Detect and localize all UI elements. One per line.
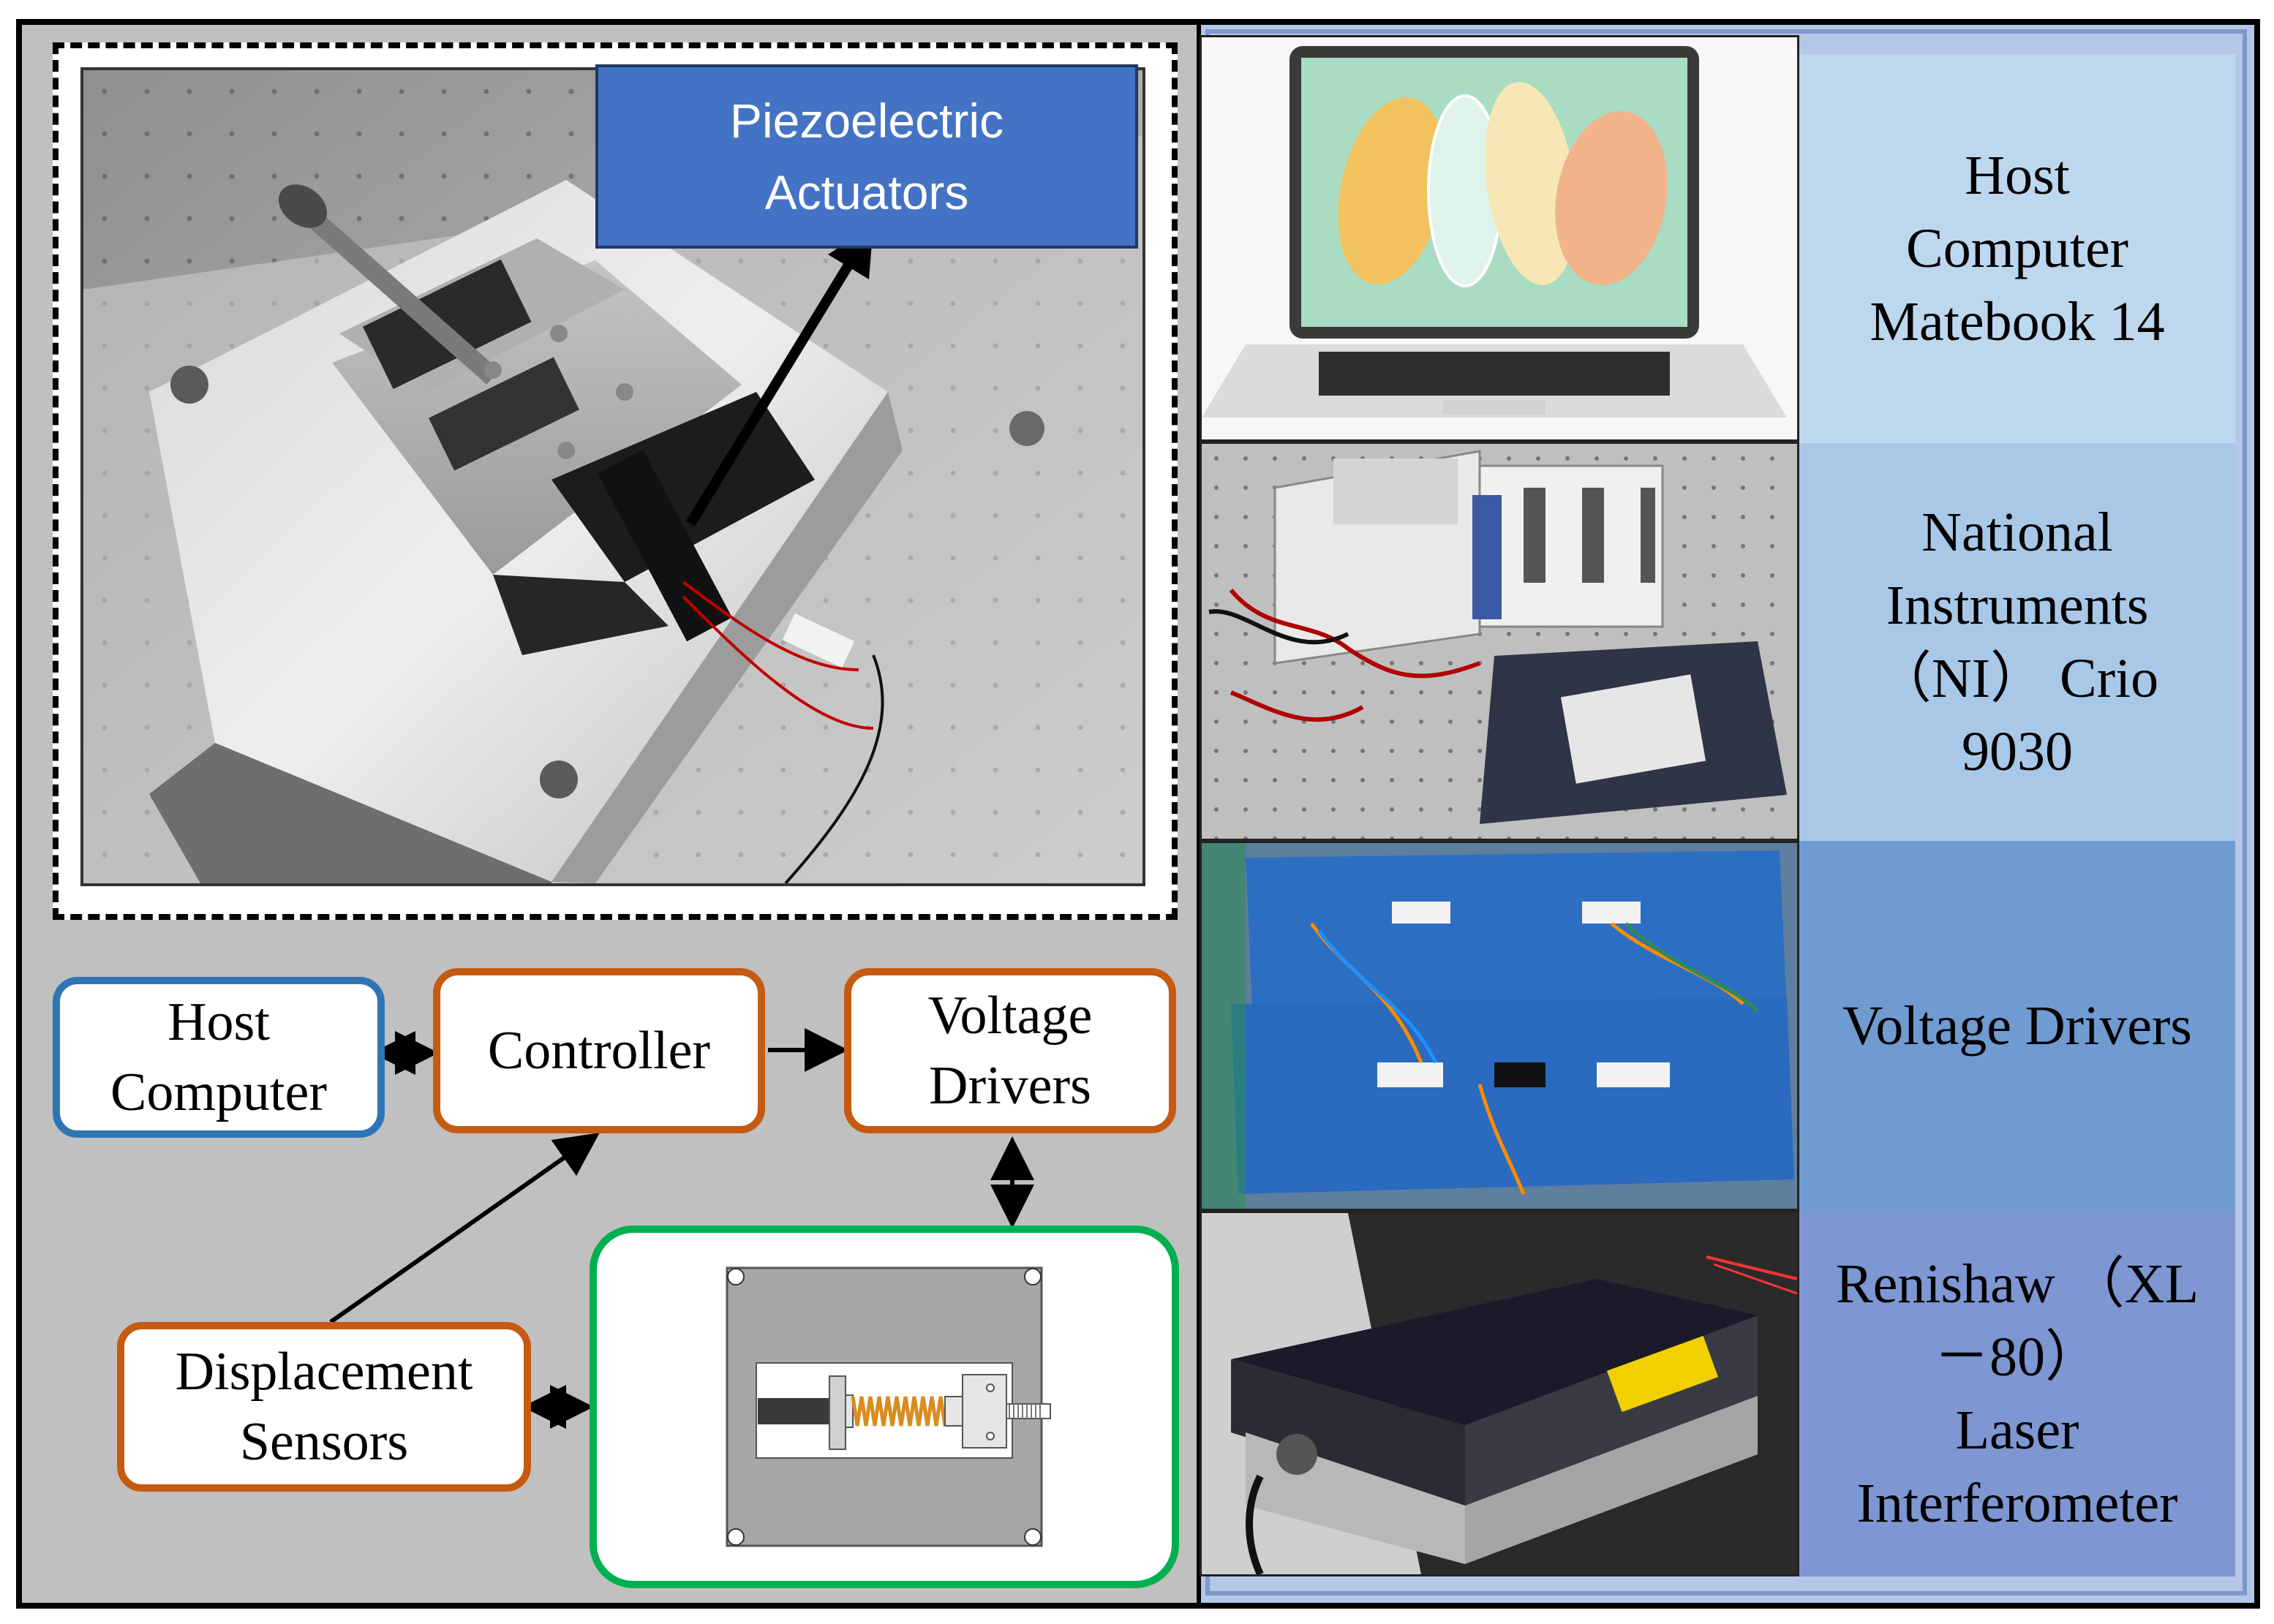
host-node-line-2: Computer bbox=[110, 1062, 327, 1122]
equipment-0-line-2: Computer bbox=[1906, 218, 2128, 279]
equipment-1-line-2: Instruments bbox=[1886, 575, 2149, 636]
outer-frame bbox=[16, 19, 2260, 1609]
sensors-controller-connector bbox=[329, 1133, 600, 1324]
equipment-1-line-1: National bbox=[1921, 502, 2113, 563]
drivers-node-line-1: Voltage bbox=[927, 986, 1093, 1046]
voltage-drivers-node: Voltage Drivers bbox=[844, 968, 1176, 1133]
equipment-0-line-3: Matebook 14 bbox=[1870, 291, 2165, 352]
equipment-2-line-1: Voltage Drivers bbox=[1842, 995, 2192, 1057]
controller-label: Controller bbox=[487, 1021, 711, 1081]
sensors-node-line-2: Sensors bbox=[239, 1412, 409, 1472]
equipment-0-line-1: Host bbox=[1965, 145, 2070, 206]
host-node-line-1: Host bbox=[167, 992, 270, 1052]
ni-crio-photo bbox=[1200, 442, 1799, 841]
equipment-3-line-4: Interferometer bbox=[1856, 1473, 2178, 1534]
equipment-3-line-3: Laser bbox=[1955, 1400, 2079, 1461]
equipment-label-ni-crio: National Instruments （NI） Crio 9030 bbox=[1799, 443, 2235, 841]
equipment-1-line-4: 9030 bbox=[1962, 721, 2073, 782]
stage-schematic-icon bbox=[726, 1266, 1051, 1547]
laser-interferometer-photo bbox=[1200, 1211, 1799, 1576]
callout-line-1: Piezoelectric bbox=[729, 94, 1004, 148]
equipment-label-host-computer: Host Computer Matebook 14 bbox=[1799, 54, 2235, 443]
controller-node: Controller bbox=[433, 968, 765, 1133]
equipment-label-laser-interferometer: Renishaw （XL －80） Laser Interferometer bbox=[1799, 1211, 2235, 1576]
equipment-label-voltage-drivers: Voltage Drivers bbox=[1799, 841, 2235, 1211]
callout-line-2: Actuators bbox=[764, 165, 969, 219]
stage-node bbox=[590, 1225, 1179, 1588]
voltage-drivers-photo bbox=[1200, 841, 1799, 1211]
stage-photo bbox=[80, 67, 1145, 886]
sensors-node-line-1: Displacement bbox=[175, 1342, 473, 1402]
displacement-sensors-node: Displacement Sensors bbox=[117, 1322, 531, 1492]
equipment-3-line-1: Renishaw （XL bbox=[1835, 1253, 2199, 1315]
piezo-actuators-callout: Piezoelectric Actuators bbox=[595, 64, 1138, 249]
drivers-node-line-2: Drivers bbox=[929, 1056, 1091, 1116]
equipment-3-line-2: －80） bbox=[1934, 1326, 2101, 1388]
laptop-photo bbox=[1200, 35, 1799, 442]
host-computer-node: Host Computer bbox=[53, 977, 385, 1138]
pointer-arrow bbox=[686, 257, 856, 526]
equipment-1-line-3: （NI） Crio bbox=[1875, 648, 2159, 709]
